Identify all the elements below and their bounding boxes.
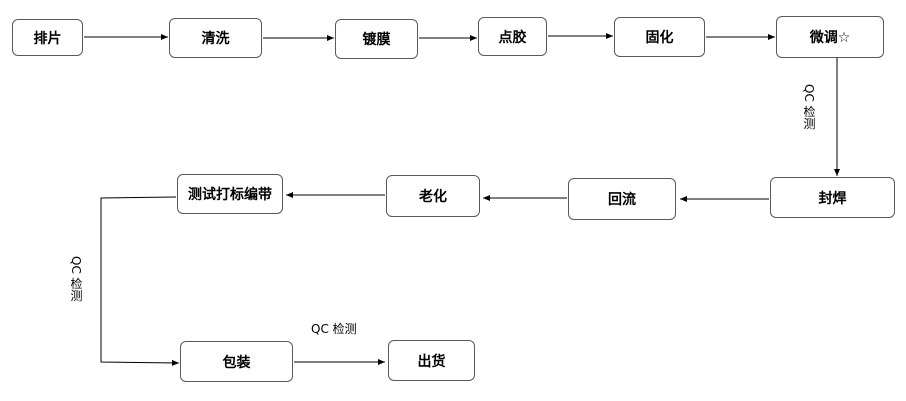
step-guhua: 固化 <box>614 17 705 57</box>
step-dumo-label: 镀膜 <box>362 32 391 48</box>
step-weitiao-label: 微调☆ <box>809 30 851 46</box>
step-weitiao: 微调☆ <box>776 16 884 58</box>
step-ceshi: 测试打标编带 <box>177 174 283 214</box>
step-pailian: 排片 <box>12 19 83 56</box>
step-fenghan: 封焊 <box>770 177 895 218</box>
qc-label-bottom: QC 检测 <box>311 322 357 336</box>
arrow-ceshi-to-baozhuang <box>100 196 180 366</box>
step-chuhuo-label: 出货 <box>417 353 446 370</box>
qc-label-left: QC 检测 <box>69 256 83 302</box>
step-baozhuang-label: 包装 <box>222 354 251 371</box>
step-laohua-label: 老化 <box>419 189 447 205</box>
step-qingxi-label: 清洗 <box>201 31 230 47</box>
step-dumo: 镀膜 <box>335 19 418 59</box>
step-baozhuang: 包装 <box>180 341 293 382</box>
step-guhua-label: 固化 <box>645 30 674 46</box>
step-pailian-label: 排片 <box>33 30 62 47</box>
step-huiliu: 回流 <box>568 178 676 220</box>
step-qingxi: 清洗 <box>169 18 262 58</box>
step-dianjiao: 点胶 <box>478 17 547 56</box>
step-fenghan-label: 封焊 <box>818 190 847 207</box>
step-ceshi-label: 测试打标编带 <box>188 187 272 203</box>
step-dianjiao-label: 点胶 <box>498 29 527 46</box>
qc-label-right: QC 检测 <box>802 84 816 130</box>
step-laohua: 老化 <box>386 175 480 217</box>
step-huiliu-label: 回流 <box>608 192 636 208</box>
step-chuhuo: 出货 <box>388 340 475 381</box>
